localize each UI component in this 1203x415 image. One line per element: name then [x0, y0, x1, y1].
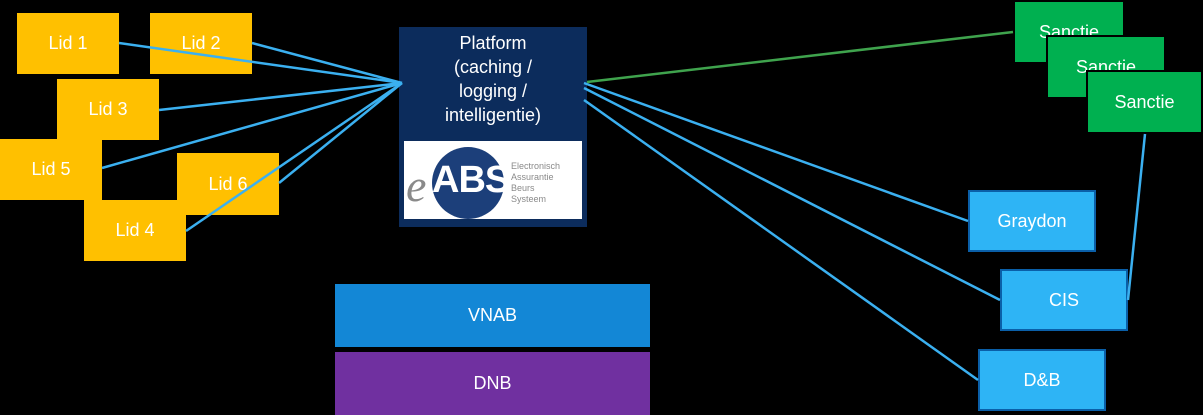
member-label: Lid 2 — [181, 33, 221, 53]
logo-subtitle: Electronisch Assurantie Beurs Systeem — [511, 161, 561, 204]
member-label: Lid 1 — [48, 33, 88, 53]
connector-graydon — [583, 81, 969, 223]
provider-label: Graydon — [997, 210, 1067, 231]
connector-dnb — [583, 98, 979, 382]
platform-title: Platform (caching / logging / intelligen… — [444, 33, 542, 125]
connector-lid4 — [185, 81, 403, 233]
provider-sanctie-3: Sanctie — [1086, 70, 1203, 134]
provider-cis: CIS — [1000, 269, 1128, 331]
member-label: Lid 3 — [88, 99, 128, 119]
logo-e-letter: e — [406, 160, 427, 211]
provider-label: CIS — [1048, 289, 1079, 310]
connector-lid3 — [158, 81, 403, 112]
provider-label: D&B — [1023, 369, 1061, 390]
layer-label: VNAB — [467, 305, 518, 325]
provider-dnb: D&B — [978, 349, 1106, 411]
connector-lid1 — [118, 41, 403, 85]
layer-dnb: DNB — [335, 352, 650, 415]
platform-box: Platform (caching / logging / intelligen… — [399, 27, 587, 227]
member-lid-3: Lid 3 — [57, 79, 159, 140]
member-label: Lid 5 — [31, 159, 71, 179]
logo-abs-text: ABS — [432, 159, 510, 201]
eabs-logo: e ABS Electronisch Assurantie Beurs Syst… — [404, 141, 582, 219]
connector-lid5 — [101, 81, 403, 170]
provider-graydon: Graydon — [968, 190, 1096, 252]
member-lid-2: Lid 2 — [150, 13, 252, 74]
provider-label: Sanctie — [1114, 91, 1175, 112]
layer-label: DNB — [473, 373, 512, 393]
layer-vnab: VNAB — [335, 284, 650, 347]
connector-lid2 — [251, 41, 403, 85]
connector-sanctie — [586, 30, 1014, 84]
member-label: Lid 6 — [208, 173, 248, 194]
member-label: Lid 4 — [115, 220, 155, 240]
connector-sanctie-cis — [1126, 133, 1147, 301]
connector-lid6 — [278, 82, 403, 184]
member-lid-6: Lid 6 — [177, 153, 279, 215]
member-lid-4: Lid 4 — [84, 200, 186, 261]
connector-cis — [583, 86, 1001, 302]
member-lid-1: Lid 1 — [17, 13, 119, 74]
member-lid-5: Lid 5 — [0, 139, 102, 200]
logo-circle — [432, 147, 504, 219]
